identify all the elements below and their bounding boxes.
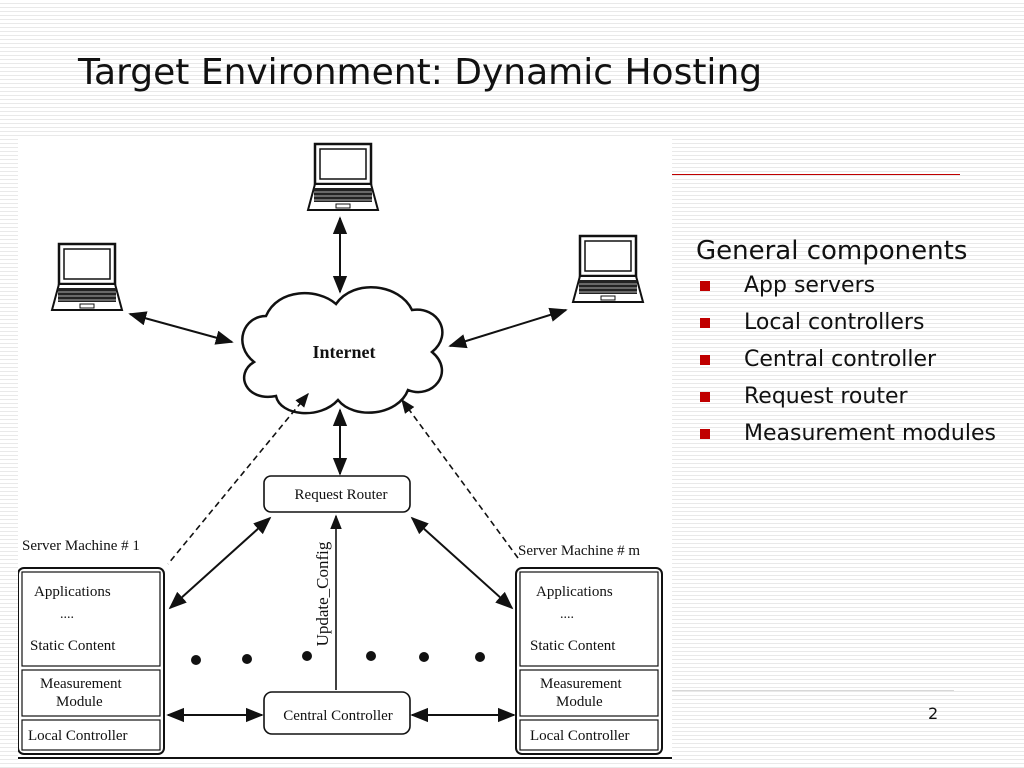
square-bullet-icon (700, 281, 710, 291)
server-m-module: Module (556, 694, 603, 710)
components-heading: General components (696, 236, 968, 266)
server-machine-m (515, 567, 663, 755)
server-ellipsis-dots (191, 651, 485, 665)
square-bullet-icon (700, 392, 710, 402)
list-item: Request router (696, 383, 1016, 411)
components-list: App servers Local controllers Central co… (696, 272, 1016, 448)
central-controller-label: Central Controller (283, 708, 393, 724)
footer-divider (672, 690, 954, 691)
component-label: Measurement modules (744, 421, 996, 446)
internet-label: Internet (313, 342, 376, 362)
internet-serverm-dashed (401, 398, 519, 559)
server-1-local-controller: Local Controller (28, 728, 128, 744)
component-label: Request router (744, 384, 908, 409)
internet-cloud (241, 286, 444, 415)
router-server1-arrow (168, 516, 272, 610)
server-1-applications: Applications (34, 584, 111, 600)
list-item: Central controller (696, 346, 1016, 374)
architecture-diagram: Internet Request Router Update_Config Ce… (18, 138, 672, 760)
request-router-label: Request Router (295, 487, 388, 503)
client-laptop-right (571, 234, 645, 304)
request-router-box (263, 475, 411, 513)
component-label: App servers (744, 273, 876, 298)
server-m-label: Server Machine # m (518, 543, 640, 559)
title-divider (672, 174, 960, 175)
list-item: Measurement modules (696, 420, 1016, 448)
server-1-measurement: Measurement (40, 676, 122, 692)
slide-title: Target Environment: Dynamic Hosting (78, 52, 763, 93)
server-m-local-controller: Local Controller (530, 728, 630, 744)
server-machine-1 (18, 567, 165, 755)
component-label: Central controller (744, 347, 937, 372)
square-bullet-icon (700, 318, 710, 328)
server-1-label: Server Machine # 1 (22, 538, 140, 554)
laptop-right-internet-arrow (448, 307, 568, 349)
central-controller-box (263, 691, 411, 735)
square-bullet-icon (700, 429, 710, 439)
server-1-ellipsis: .... (60, 607, 74, 622)
laptop-left-internet-arrow (128, 311, 234, 345)
update-config-label: Update_Config (313, 541, 332, 646)
list-item: Local controllers (696, 309, 1016, 337)
server-m-measurement: Measurement (540, 676, 622, 692)
components-panel: General components App servers Local con… (696, 236, 1016, 457)
list-item: App servers (696, 272, 1016, 300)
client-laptop-top (306, 142, 380, 212)
server-1-module: Module (56, 694, 103, 710)
client-laptop-left (50, 242, 124, 312)
square-bullet-icon (700, 355, 710, 365)
router-serverm-arrow (410, 516, 514, 610)
server-m-static-content: Static Content (530, 638, 616, 654)
component-label: Local controllers (744, 310, 925, 335)
server-m-applications: Applications (536, 584, 613, 600)
server-m-ellipsis: .... (560, 607, 574, 622)
page-number: 2 (928, 704, 939, 723)
server-1-static-content: Static Content (30, 638, 116, 654)
